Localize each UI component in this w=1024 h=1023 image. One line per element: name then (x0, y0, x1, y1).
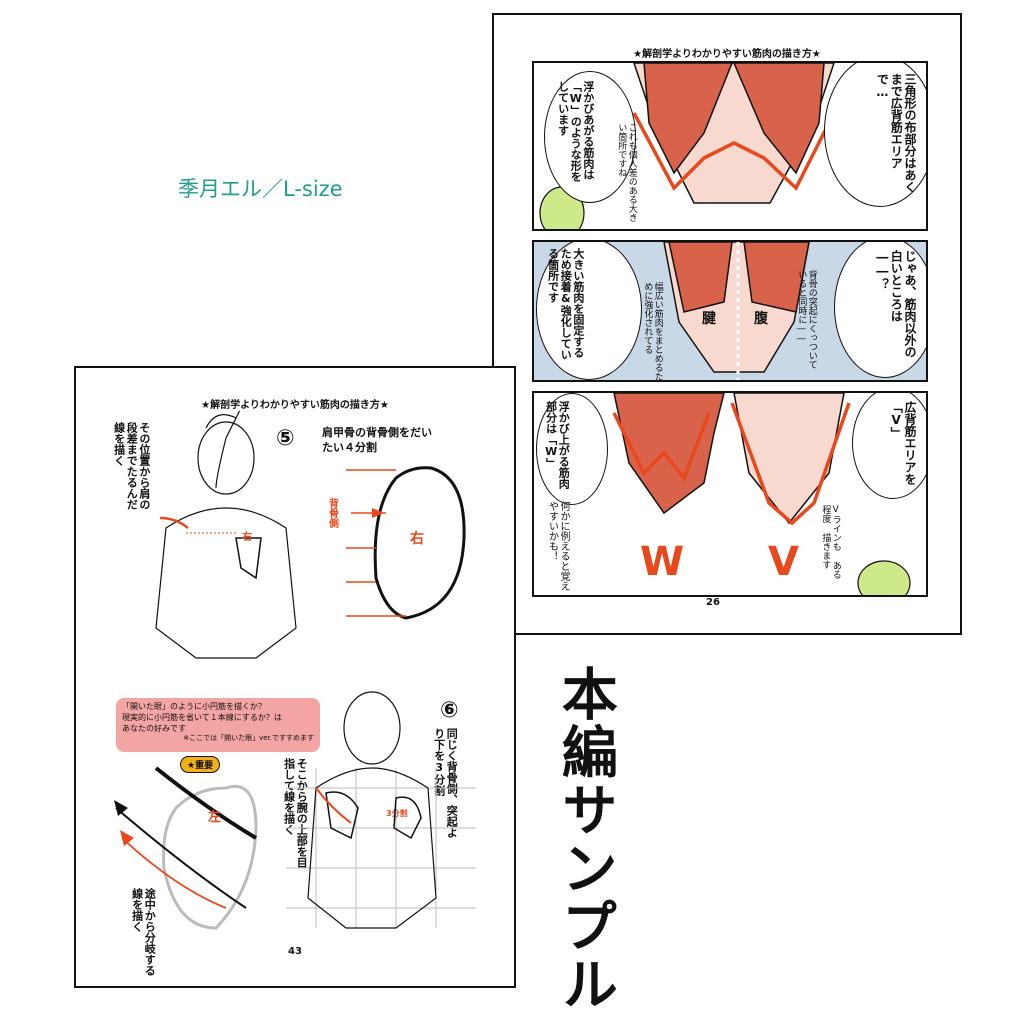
info-line-4: ※ここでは「開いた眼」ver.ですすめます (183, 734, 314, 743)
letter-v: V (768, 539, 799, 585)
important-badge-label: 重要 (195, 761, 214, 771)
page-26-header: ★解剖学よりわかりやすい筋肉の描き方★ (633, 49, 821, 60)
bubble-2-right (834, 242, 926, 378)
step-6-number: ⑥ (440, 698, 459, 723)
wv-illustration (612, 393, 911, 595)
back-muscle-illustration (539, 63, 836, 229)
panel-1: 三角形の布部分はあくまで広背筋エリアで… 浮かびあがる筋肉は「W」のような形をし… (532, 61, 928, 231)
step-5-figure (155, 410, 466, 659)
bubble-3-right-text: 広背筋エリアを「V」 (889, 401, 917, 485)
note-3-right: Vラインも ある程度 描きます (820, 505, 841, 579)
panel-2: じゃあ、筋肉以外の白いところは――？ 大きい筋肉を固定するため接着&強化している… (532, 240, 928, 382)
label-tendon: 腱 (702, 311, 716, 327)
tendon-illustration (663, 242, 810, 380)
step-6-left-note: そこから腕の上部を目指して線を描く (282, 758, 309, 868)
page-43: ★解剖学よりわかりやすい筋肉の描き方★ ⑤ 肩甲骨の背骨側をだいたい４分割 その… (74, 366, 516, 988)
important-badge: ★重要 (180, 756, 221, 773)
bubble-3-right (852, 393, 926, 499)
label-abdomen: 腹 (754, 311, 768, 327)
step-5-title: 肩甲骨の背骨側をだいたい４分割 (322, 426, 432, 454)
author-credit: 季月エル／L-size (178, 177, 343, 201)
step-5-label-right-small: 右 (242, 532, 252, 543)
note-3-left: 何かに例えると覚えやすいかも！ (546, 501, 570, 591)
bubble-2-left (536, 242, 642, 380)
bubble-2-left-text: 大きい筋肉を固定するため接着&強化している箇所です (546, 248, 585, 360)
step-5-number: ⑤ (276, 426, 295, 451)
note-2-right: 背骨の突起にくっついていると同時に―― (796, 270, 817, 369)
info-line-2: 現実的に小円筋を省いて１本線にするか？は (122, 712, 282, 722)
info-line-3: あなたの好みです (122, 723, 186, 733)
sample-label: 本編サンプル (552, 665, 618, 1013)
panel-3: 広背筋エリアを「V」 浮かび上がる筋肉部分は「W」 何かに例えると覚えやすいかも… (532, 391, 928, 597)
bubble-1-right-text: 三角形の布部分はあくまで広背筋エリアで… (875, 73, 917, 193)
step-6-label-left: 左 (208, 810, 222, 825)
step-6-split-label: 3分割 (386, 809, 408, 818)
page-26-number: 26 (706, 597, 720, 608)
info-line-1: 「開いた眼」のように小円筋を描くか？ (122, 702, 266, 711)
step-5-label-right: 右 (410, 531, 424, 547)
note-2-left: 幅広い筋肉をまとめるために強化されてる (642, 282, 663, 381)
step-5-left-note: その位置から肩の段差までたるんだ線を描く (112, 422, 151, 510)
page-26: ★解剖学よりわかりやすい筋肉の描き方★ 三角形の布部分はあくまで広背筋エリアで…… (492, 13, 962, 635)
bubble-3-left-text: 浮かび上がる筋肉部分は「W」 (544, 401, 571, 489)
bubble-1-right (824, 63, 926, 207)
bubble-3-left (536, 393, 608, 505)
info-box: 「開いた眼」のように小円筋を描くか？ 現実的に小円筋を省いて１本線にするか？は … (116, 698, 320, 752)
bubble-2-right-text: じゃあ、筋肉以外の白いところは――？ (875, 250, 917, 358)
page-43-header: ★解剖学よりわかりやすい筋肉の描き方★ (201, 400, 389, 411)
bubble-1-left-text: 浮かびあがる筋肉は「W」のような形をしています (556, 81, 595, 182)
step-6-figure (114, 691, 476, 930)
page-43-number: 43 (288, 946, 302, 957)
bubble-1-left (544, 71, 636, 203)
aside-1-text: これも個人差のある大きい箇所ですね (616, 123, 637, 222)
star-icon: ★ (187, 761, 196, 771)
step-6-bottom-note: 途中から分岐する線を描く (130, 888, 157, 976)
step-5-label-back: 背骨側 (326, 498, 338, 528)
letter-w: W (640, 539, 685, 585)
